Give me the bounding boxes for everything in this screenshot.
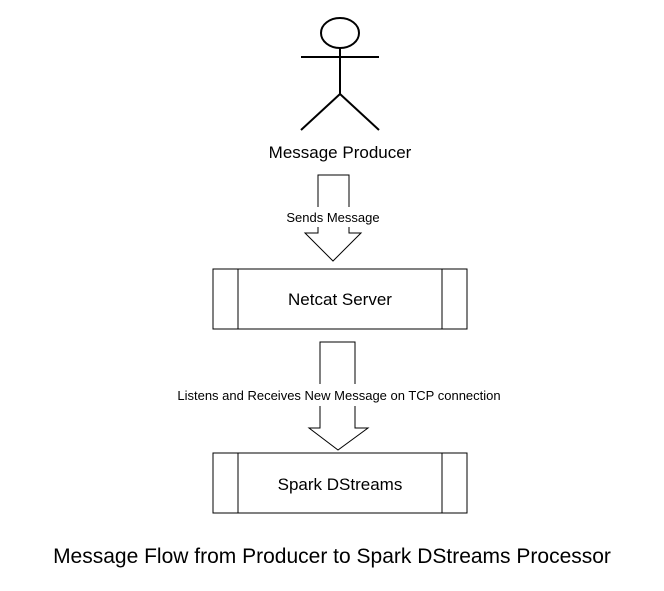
arrow-label: Sends Message <box>286 210 379 225</box>
arrow-label: Listens and Receives New Message on TCP … <box>177 388 500 403</box>
process-box-outline <box>212 268 468 330</box>
process-box-outline <box>212 452 468 514</box>
actor-right-leg <box>339 93 380 131</box>
spark-dstreams-box: Spark DStreams <box>212 452 468 514</box>
sends-message-arrow: Sends Message <box>280 174 386 262</box>
arrow-label-backdrop <box>280 207 386 227</box>
box-label: Netcat Server <box>288 290 392 309</box>
diagram-caption: Message Flow from Producer to Spark DStr… <box>53 545 611 568</box>
message-producer-actor: Message Producer <box>269 17 412 162</box>
netcat-server-box: Netcat Server <box>212 268 468 330</box>
actor-left-leg <box>300 93 341 131</box>
listens-receives-arrow: Listens and Receives New Message on TCP … <box>136 341 542 451</box>
actor-head <box>320 17 360 49</box>
actor-label: Message Producer <box>269 143 412 162</box>
stick-figure-icon <box>300 17 380 131</box>
box-label: Spark DStreams <box>278 475 403 494</box>
arrow-label-backdrop <box>136 384 542 406</box>
